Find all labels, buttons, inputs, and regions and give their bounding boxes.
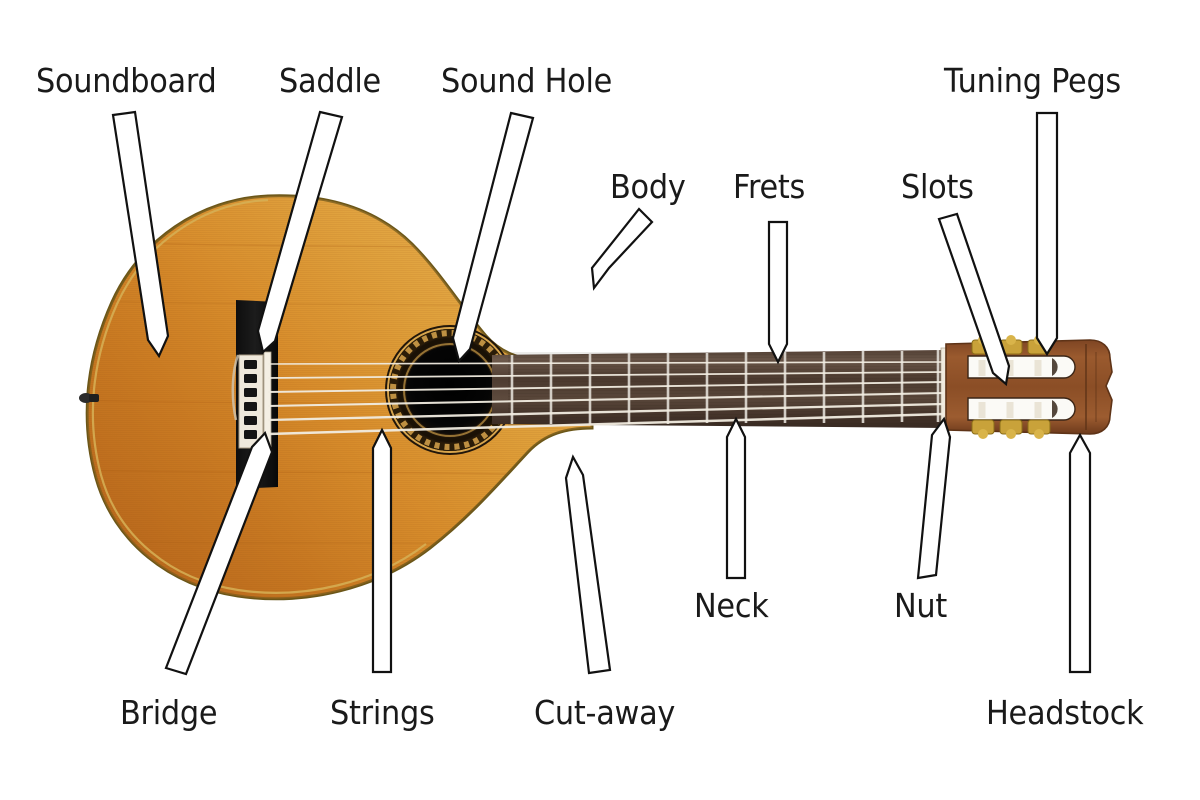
pointer-strings (371, 427, 393, 674)
label-strings: Strings (330, 693, 435, 732)
label-frets: Frets (733, 167, 806, 206)
pointer-headstock (1068, 432, 1092, 674)
pointer-frets (767, 220, 789, 365)
label-sound-hole: Sound Hole (441, 61, 613, 100)
label-soundboard: Soundboard (36, 61, 217, 100)
pointer-cutaway (564, 454, 612, 675)
label-cutaway: Cut-away (534, 693, 676, 732)
label-bridge: Bridge (120, 693, 218, 732)
pointer-tuningpegs (1035, 111, 1059, 357)
pointer-body (590, 207, 654, 291)
pointer-neck (725, 416, 747, 580)
headstock (945, 335, 1113, 439)
pointer-bridge (164, 430, 274, 676)
label-body: Body (610, 167, 686, 206)
neck-fretboard (492, 347, 951, 428)
pointer-slots (937, 212, 1011, 387)
pointer-nut (916, 416, 952, 580)
slot-bottom (967, 397, 1076, 421)
pointer-arrows (111, 110, 1092, 676)
strings (267, 361, 945, 436)
label-nut: Nut (894, 586, 948, 625)
pointer-soundboard (111, 110, 170, 359)
label-neck: Neck (694, 586, 769, 625)
strap-button (79, 393, 99, 403)
label-slots: Slots (901, 167, 974, 206)
bridge-string-holes (244, 360, 257, 439)
label-saddle: Saddle (279, 61, 381, 100)
pointer-soundhole (451, 111, 535, 364)
label-tuning-pegs: Tuning Pegs (944, 61, 1121, 100)
label-headstock: Headstock (986, 693, 1144, 732)
string-windings (978, 360, 1042, 418)
pointer-saddle (256, 110, 344, 355)
